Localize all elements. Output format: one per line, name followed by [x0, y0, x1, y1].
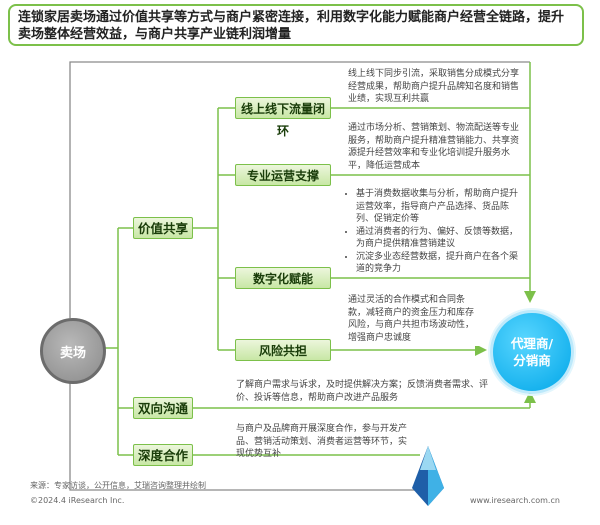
label-two-way-communication: 双向沟通 [133, 397, 193, 419]
desc-cooperation: 与商户及品牌商开展深度合作，参与开发产品、营销活动策划、消费者运营等环节，实现优… [232, 421, 417, 459]
agent-distributor-circle: 代理商/ 分销商 [490, 310, 574, 394]
target-label-line2: 分销商 [513, 353, 551, 368]
desc-traffic-loop: 线上线下同步引流，采取销售分成模式分享经营成果，帮助商户提升品牌知名度和销售业绩… [344, 66, 528, 106]
label-deep-cooperation: 深度合作 [133, 444, 193, 466]
label-value-sharing: 价值共享 [133, 217, 193, 239]
desc-communication: 了解商户需求与诉求，及时提供解决方案；反馈消费者需求、评价、投诉等信息，帮助商户… [232, 377, 498, 405]
digital-bullet-list: 基于消费数据收集与分析，帮助商户提升运营效率，指导商户产品选择、货品陈列、促销定… [344, 188, 524, 276]
title-box: 连锁家居卖场通过价值共享等方式与商户紧密连接，利用数字化能力赋能商户经营全链路，… [8, 4, 584, 46]
list-item: 沉淀多业态经营数据，提升商户在各个渠道的竞争力 [356, 251, 524, 276]
target-label-line1: 代理商/ [510, 336, 554, 351]
list-item: 通过消费者的行为、偏好、反馈等数据，为商户提供精准营销建议 [356, 226, 524, 251]
page-title: 连锁家居卖场通过价值共享等方式与商户紧密连接，利用数字化能力赋能商户经营全链路，… [18, 10, 565, 42]
list-item: 基于消费数据收集与分析，帮助商户提升运营效率，指导商户产品选择、货品陈列、促销定… [356, 188, 524, 226]
copyright: ©2024.4 iResearch Inc. [30, 496, 125, 505]
mall-label: 卖场 [59, 345, 86, 361]
website: www.iresearch.com.cn [470, 496, 560, 505]
desc-ops-support: 通过市场分析、营销策划、物流配送等专业服务，帮助商户提升精准营销能力、共享资源提… [344, 120, 528, 174]
label-digital-empowerment: 数字化赋能 [235, 267, 331, 289]
source-note: 来源：专家访谈，公开信息，艾瑞咨询整理并绘制 [30, 481, 206, 490]
label-risk-sharing: 风险共担 [235, 339, 331, 361]
desc-risk-sharing: 通过灵活的合作模式和合同条款，减轻商户的资金压力和库存风险，与商户共担市场波动性… [344, 292, 484, 346]
mall-circle: 卖场 [40, 318, 106, 384]
label-ops-support: 专业运营支撑 [235, 164, 331, 186]
crystal-logo-icon [412, 446, 444, 506]
desc-digital: 基于消费数据收集与分析，帮助商户提升运营效率，指导商户产品选择、货品陈列、促销定… [340, 186, 528, 274]
label-traffic-loop: 线上线下流量闭环 [235, 97, 331, 138]
